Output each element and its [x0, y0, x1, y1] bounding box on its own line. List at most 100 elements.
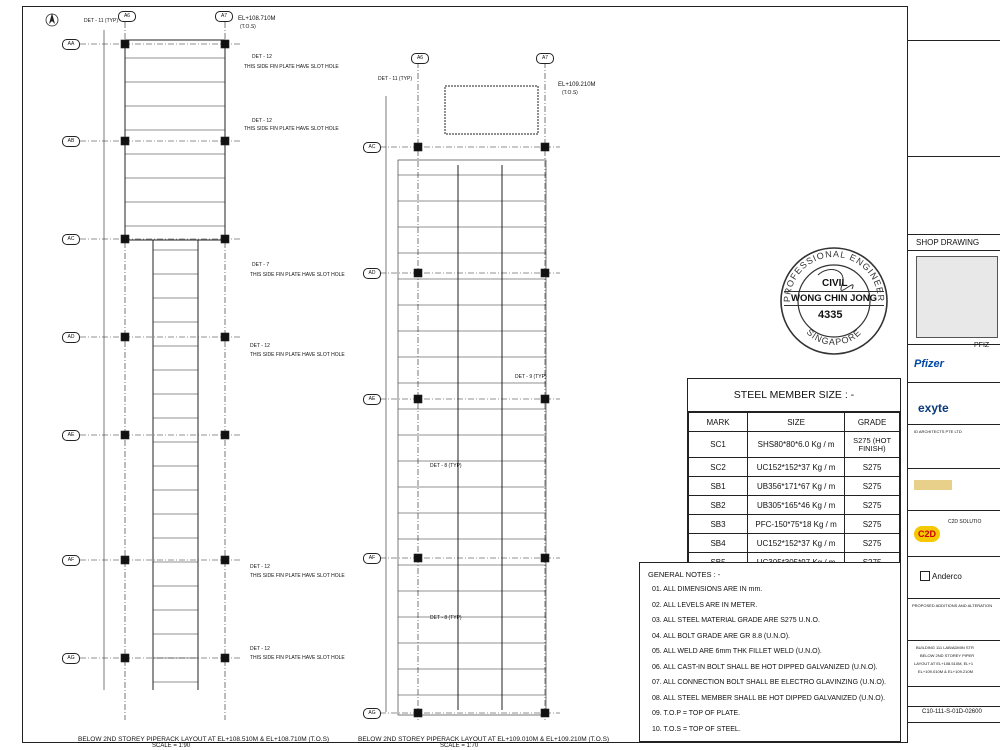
slot-hole-note: THIS SIDE FIN PLATE HAVE SLOT HOLE [250, 352, 345, 358]
platform-outline [444, 85, 539, 135]
table-row: SB4 UC152*152*37 Kg / m S275 [687, 533, 900, 553]
column-marker [220, 234, 230, 244]
slot-hole-note: THIS SIDE FIN PLATE HAVE SLOT HOLE [244, 126, 339, 132]
column-header: GRADE [844, 412, 900, 432]
stamp-engineer-name: WONG CHIN JONG [784, 291, 884, 306]
grid-label: A6 [118, 11, 136, 22]
column-marker [220, 136, 230, 146]
right-plan-caption: BELOW 2ND STOREY PIPERACK LAYOUT AT EL+1… [358, 736, 610, 743]
divider [908, 40, 1000, 41]
column-marker [413, 142, 423, 152]
column-marker [540, 142, 550, 152]
grid-label: AD [363, 268, 381, 279]
divider [908, 234, 1000, 235]
grade-cell: S275 [844, 533, 900, 553]
grid-label: A6 [411, 53, 429, 64]
detail-callout: DET - 8 (TYP) [430, 615, 462, 621]
plan-outline [397, 159, 547, 716]
left-plan-caption: BELOW 2ND STOREY PIPERACK LAYOUT AT EL+1… [78, 736, 330, 743]
detail-callout: DET - 11 (TYP) [84, 18, 118, 24]
column-marker [220, 430, 230, 440]
steel-member-size-table: STEEL MEMBER SIZE : - MARK SIZE GRADE SC… [687, 378, 901, 572]
divider [908, 598, 1000, 599]
divider [908, 344, 1000, 345]
grade-cell: S275 [844, 495, 900, 515]
left-plan-layout [80, 22, 240, 720]
architect-name: ID ARCHITECTS PTE LTD [914, 429, 962, 434]
general-notes-list: 01. ALL DIMENSIONS ARE IN mm. 02. ALL LE… [652, 586, 886, 741]
grid-label: AG [62, 653, 80, 664]
column-marker [413, 553, 423, 563]
column-marker [120, 39, 130, 49]
detail-callout: DET - 12 [250, 646, 270, 652]
stamp-registration-number: 4335 [818, 309, 843, 321]
anderco-logo: Anderco [932, 572, 962, 581]
divider [908, 424, 1000, 425]
list-item: 09. T.O.P = TOP OF PLATE. [652, 710, 741, 717]
slot-hole-note: THIS SIDE FIN PLATE HAVE SLOT HOLE [250, 655, 345, 661]
svg-text:SINGAPORE: SINGAPORE [805, 327, 864, 347]
grade-cell: S275 (HOT FINISH) [844, 431, 900, 458]
grid-label: AG [363, 708, 381, 719]
pfizer-logo: Pfizer [914, 358, 944, 370]
tos-label: (T.O.S) [562, 90, 578, 96]
column-header: SIZE [747, 412, 846, 432]
list-item: 02. ALL LEVELS ARE IN METER. [652, 601, 758, 609]
list-item: 07. ALL CONNECTION BOLT SHALL BE ELECTRO… [652, 679, 887, 686]
anderco-logo-icon [920, 571, 930, 581]
column-marker [540, 553, 550, 563]
grid-label: AF [62, 555, 80, 566]
detail-callout: DET - 7 [252, 262, 270, 268]
size-cell: UB305*165*46 Kg / m [747, 495, 846, 515]
north-arrow-icon [45, 13, 59, 27]
slot-hole-note: THIS SIDE FIN PLATE HAVE SLOT HOLE [244, 64, 339, 70]
right-plan-layout [380, 62, 560, 720]
mark-cell: SB3 [687, 514, 749, 534]
size-cell: UC152*152*37 Kg / m [747, 457, 846, 477]
detail-callout: DET - 12 [250, 343, 270, 349]
column-marker [220, 653, 230, 663]
mark-cell: SC1 [687, 431, 749, 458]
column-marker [220, 332, 230, 342]
detail-callout: DET - 8 (TYP) [430, 463, 462, 469]
grid-label: A7 [215, 11, 233, 22]
list-item: 06. ALL CAST-IN BOLT SHALL BE HOT DIPPED… [652, 663, 878, 671]
column-marker [120, 653, 130, 663]
grid-label: AB [62, 136, 80, 147]
grid-label: AD [62, 332, 80, 343]
shop-drawing-label: SHOP DRAWING [916, 238, 980, 247]
seal-icon: PROFESSIONAL ENGINEER SINGAPORE [780, 247, 888, 355]
column-marker [220, 555, 230, 565]
drawing-title-line: LAYOUT AT EL+108.510M, EL+1 [914, 661, 974, 666]
list-item: 01. ALL DIMENSIONS ARE IN mm. [652, 586, 763, 593]
column-marker [540, 268, 550, 278]
column-marker [220, 39, 230, 49]
column-header: MARK [687, 412, 749, 432]
grid-label: AE [363, 394, 381, 405]
mark-cell: SB1 [687, 476, 749, 496]
size-cell: UB356*171*67 Kg / m [747, 476, 846, 496]
column-marker [120, 430, 130, 440]
mark-cell: SC2 [687, 457, 749, 477]
tos-label: (T.O.S) [240, 24, 256, 30]
stamp-discipline: CIVIL [822, 278, 848, 289]
divider [908, 510, 1000, 511]
divider [908, 686, 1000, 687]
grid-label: AF [363, 553, 381, 564]
divider [908, 640, 1000, 641]
elevation-label: EL+108.710M [238, 16, 276, 22]
detail-callout: DET - 12 [250, 564, 270, 570]
drawing-title-line: EL+109.010M & EL+109.210M [918, 669, 973, 674]
grid-label: AE [62, 430, 80, 441]
divider [908, 722, 1000, 723]
grade-cell: S275 [844, 457, 900, 477]
project-title: PROPOSED ADDITIONS AND ALTERATION [912, 603, 993, 608]
list-item: 04. ALL BOLT GRADE ARE GR 8.8 (U.N.O). [652, 632, 790, 640]
table-row: SC2 UC152*152*37 Kg / m S275 [687, 457, 900, 477]
column-marker [120, 332, 130, 342]
list-item: 05. ALL WELD ARE 6mm THK FILLET WELD (U.… [652, 648, 822, 655]
mark-cell: SB4 [687, 533, 749, 553]
list-item: 10. T.O.S = TOP OF STEEL. [652, 725, 741, 733]
column-marker [540, 394, 550, 404]
